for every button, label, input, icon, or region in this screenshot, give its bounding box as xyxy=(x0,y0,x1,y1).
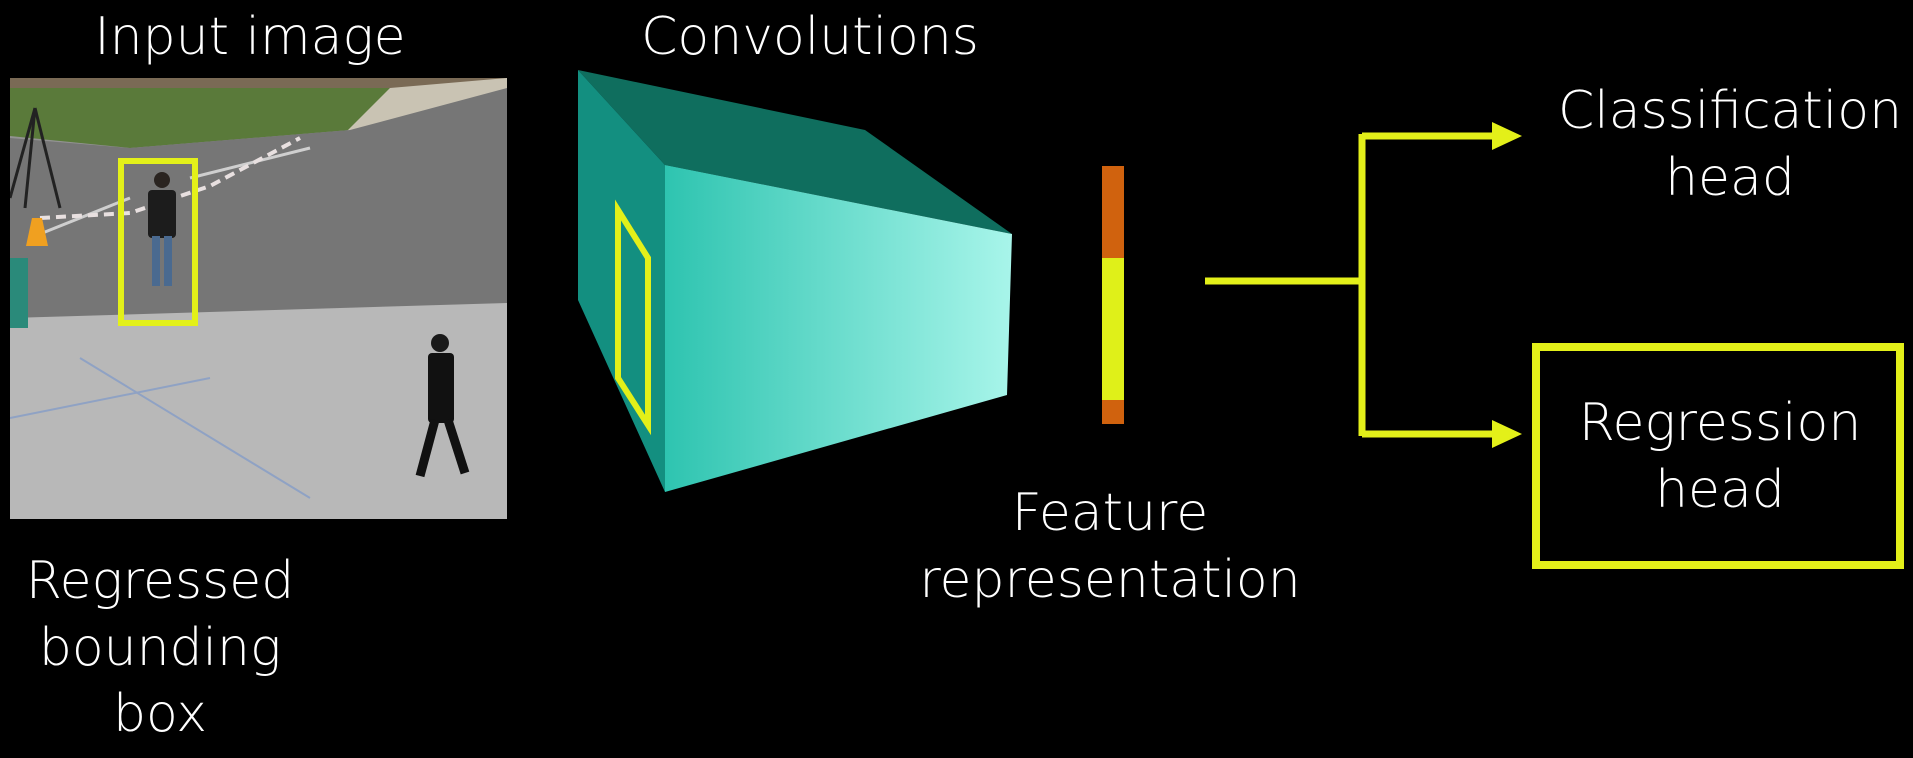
classification-head-label: Classification head xyxy=(1557,81,1903,208)
sign-post xyxy=(10,258,28,328)
road-marking xyxy=(189,146,311,180)
cnn-top-face xyxy=(578,70,1012,234)
tripod-leg xyxy=(10,107,37,199)
cnn-front-face xyxy=(665,165,1012,492)
input-image-label: Input image xyxy=(94,7,406,67)
feature-segment-middle xyxy=(1102,258,1124,400)
cnn-left-face xyxy=(578,70,665,492)
person-left xyxy=(148,172,176,286)
convolutions-label: Convolutions xyxy=(641,7,979,67)
pavement xyxy=(10,303,507,519)
arrowhead-classification xyxy=(1492,122,1522,150)
tripod-leg xyxy=(33,107,62,209)
traffic-cone xyxy=(26,218,48,246)
input-image xyxy=(10,78,507,519)
input-image-illustration xyxy=(10,78,507,519)
grass xyxy=(10,88,390,148)
bounding-box xyxy=(118,158,198,326)
road-marking xyxy=(29,196,131,240)
feature-segment-top xyxy=(1102,166,1124,258)
tripod-leg xyxy=(23,107,37,209)
convolutions-block xyxy=(578,70,1012,492)
regression-head-label: Regression head xyxy=(1578,393,1862,520)
feature-vector xyxy=(1102,166,1124,424)
regression-head-box xyxy=(1532,343,1904,569)
regressed-bounding-box-label: Regressed bounding box xyxy=(25,551,295,745)
paint-line xyxy=(10,377,211,419)
receptive-field xyxy=(615,199,651,436)
feature-segment-bottom xyxy=(1102,400,1124,424)
feature-representation-label: Feature representation xyxy=(919,483,1301,610)
arrowhead-regression xyxy=(1492,420,1522,448)
person-right xyxy=(415,334,470,478)
paint-line xyxy=(79,357,311,499)
branch-arrows xyxy=(1205,132,1495,438)
